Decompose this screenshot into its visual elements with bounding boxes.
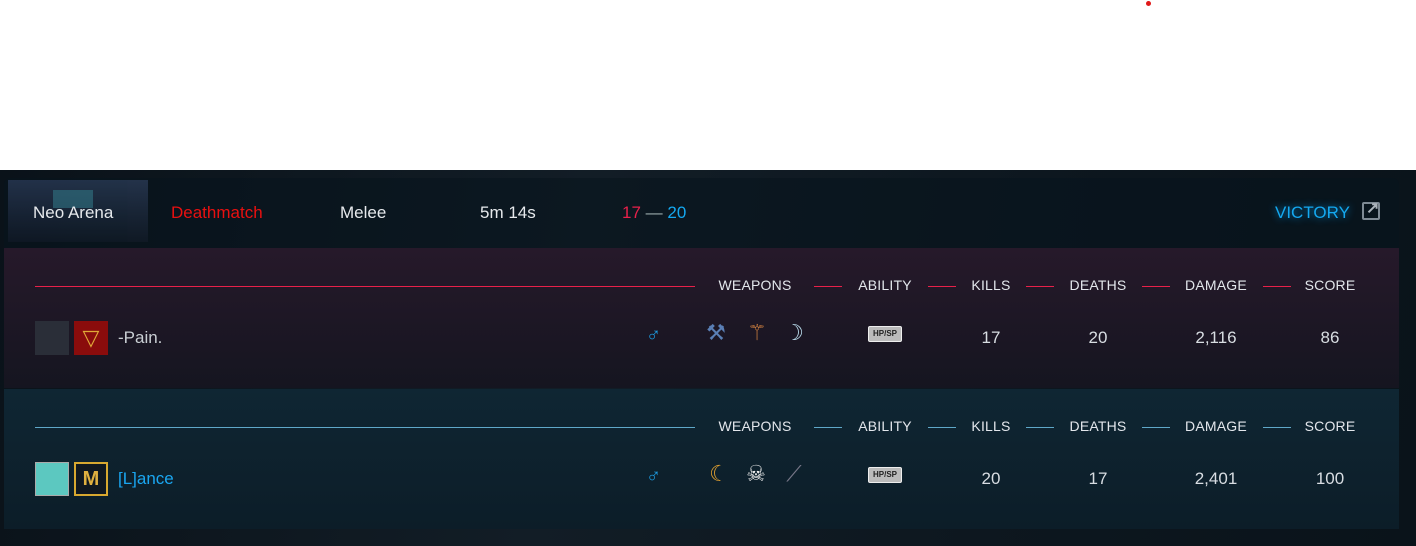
ability-hp-sp-icon: HP/SP [868,467,902,483]
col-weapons: WEAPONS [718,277,792,293]
player-name[interactable]: [L]ance [118,469,174,488]
deaths-value: 17 [1088,469,1108,488]
ability-hp-sp-icon: HP/SP [868,326,902,342]
divider [35,286,695,287]
divider [1263,286,1291,287]
match-result: VICTORY [1275,203,1350,222]
score-red: 17 [622,203,641,222]
player-name[interactable]: -Pain. [118,328,163,347]
col-deaths: DEATHS [1069,277,1127,293]
player-avatar[interactable] [35,462,69,496]
weapon-skull-gun-icon: ☠ [746,461,766,486]
score-blue: 20 [667,203,687,222]
col-kills: KILLS [971,277,1011,293]
col-score: SCORE [1304,277,1356,293]
match-card: Neo Arena Deathmatch Melee 5m 14s 17 — 2… [4,178,1399,538]
weapon-trident-icon: ⟋ [786,461,802,486]
col-weapons: WEAPONS [718,418,792,434]
game-mode: Deathmatch [171,203,263,222]
rank-emblem-icon: M [74,462,108,496]
damage-value: 2,116 [1195,328,1237,347]
match-duration: 5m 14s [480,203,536,222]
map-thumbnail [8,180,148,242]
divider [1142,427,1170,428]
divider [928,427,956,428]
weapon-gun-icon: ⚒ [706,320,726,345]
col-damage: DAMAGE [1185,418,1247,434]
external-link-icon[interactable] [1362,198,1380,220]
divider [1026,286,1054,287]
match-panel: Neo Arena Deathmatch Melee 5m 14s 17 — 2… [0,170,1416,546]
match-score: 17 — 20 [622,203,686,223]
divider [928,286,956,287]
score-value: 86 [1320,328,1340,347]
team-red-row: WEAPONS ABILITY KILLS DEATHS DAMAGE SCOR… [4,248,1399,388]
divider [1263,427,1291,428]
col-ability: ABILITY [858,418,912,434]
score-separator: — [645,203,663,222]
divider [1142,286,1170,287]
weapon-blade-icon: ☽ [784,320,804,345]
divider [814,286,842,287]
col-ability: ABILITY [858,277,912,293]
kills-value: 20 [981,469,1001,488]
damage-value: 2,401 [1194,469,1238,488]
divider [814,427,842,428]
male-icon: ♂ [646,324,661,346]
col-damage: DAMAGE [1185,277,1247,293]
player-avatar[interactable] [35,321,69,355]
deaths-value: 20 [1088,328,1108,347]
divider [1026,427,1054,428]
divider [35,427,695,428]
male-icon: ♂ [646,465,661,487]
team-blue-row: WEAPONS ABILITY KILLS DEATHS DAMAGE SCOR… [4,389,1399,529]
match-header: Neo Arena Deathmatch Melee 5m 14s 17 — 2… [4,178,1399,248]
map-name: Neo Arena [33,203,114,222]
rank-emblem-icon: ▽ [74,321,108,355]
red-dot [1146,1,1151,6]
score-value: 100 [1315,469,1345,488]
weapon-claw-icon: ☾ [709,461,729,486]
match-category: Melee [340,203,387,222]
col-score: SCORE [1304,418,1356,434]
col-deaths: DEATHS [1069,418,1127,434]
kills-value: 17 [981,328,1001,347]
col-kills: KILLS [971,418,1011,434]
weapon-staff-icon: ⚚ [747,320,767,345]
